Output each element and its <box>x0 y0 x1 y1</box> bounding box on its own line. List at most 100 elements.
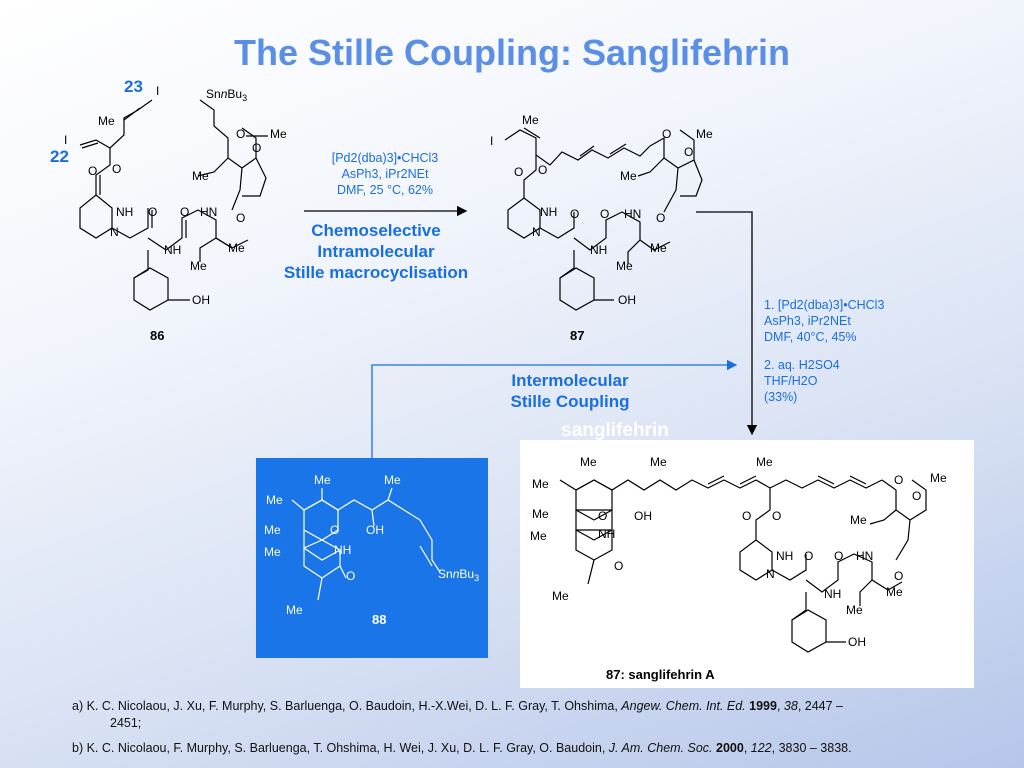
svg-text:O: O <box>514 165 523 179</box>
svg-text:O: O <box>346 569 355 583</box>
sanglifehrin-ghost-label: sanglifehrin <box>561 420 669 441</box>
svg-text:Me: Me <box>756 455 773 469</box>
step1-reagent-3: DMF, 25 °C, 62% <box>336 183 433 197</box>
svg-text:Me: Me <box>616 259 633 273</box>
svg-text:HN: HN <box>200 205 217 219</box>
svg-text:O: O <box>252 141 261 155</box>
step2-line-5: THF/H2O <box>764 374 818 388</box>
svg-text:O: O <box>148 205 157 219</box>
label-23: 23 <box>124 77 143 96</box>
step2-name-line-2: Stille Coupling <box>510 392 630 411</box>
svg-text:Me: Me <box>286 603 303 617</box>
step2-line-6: (33%) <box>764 390 798 404</box>
svg-text:OH: OH <box>366 523 384 537</box>
step2-line-3: DMF, 40°C, 45% <box>764 330 857 344</box>
svg-text:Me: Me <box>620 169 637 183</box>
svg-text:HN: HN <box>624 207 641 221</box>
svg-text:O: O <box>684 145 693 159</box>
svg-text:Me: Me <box>384 473 401 487</box>
svg-text:O: O <box>112 162 121 176</box>
step2-name: Intermolecular Stille Coupling <box>480 370 660 412</box>
svg-text:O: O <box>742 509 751 523</box>
compound-88-structure <box>291 487 441 601</box>
svg-text:OH: OH <box>618 293 636 307</box>
svg-text:Me: Me <box>270 127 287 141</box>
step2-line-2: AsPh3, iPr2NEt <box>764 314 851 328</box>
svg-text:Me: Me <box>522 113 539 127</box>
svg-text:O: O <box>180 205 189 219</box>
svg-text:O: O <box>656 211 665 225</box>
svg-text:Me: Me <box>264 523 281 537</box>
svg-text:O: O <box>662 127 671 141</box>
atom-I-86a: I <box>156 84 159 98</box>
step2-name-line-1: Intermolecular <box>511 371 629 390</box>
svg-text:Me: Me <box>650 241 667 255</box>
svg-text:O: O <box>894 473 903 487</box>
step2-conditions: 1. [Pd2(dba)3]•CHCl3 AsPh3, iPr2NEt DMF,… <box>764 297 964 405</box>
label-22: 22 <box>50 147 69 166</box>
svg-text:O: O <box>834 549 843 563</box>
compound-88-panel <box>256 458 488 658</box>
svg-text:Me: Me <box>228 241 245 255</box>
svg-text:SnnBu3: SnnBu3 <box>206 87 247 103</box>
svg-text:NH: NH <box>164 243 181 257</box>
svg-text:NH: NH <box>116 205 133 219</box>
compound-86-structure <box>79 99 268 311</box>
svg-text:O: O <box>772 509 781 523</box>
svg-text:O: O <box>236 127 245 141</box>
svg-text:SnnBu3: SnnBu3 <box>438 567 479 583</box>
svg-text:N: N <box>766 567 775 581</box>
svg-text:Me: Me <box>552 589 569 603</box>
svg-text:I: I <box>490 134 493 148</box>
label-87: 87 <box>570 328 585 343</box>
svg-text:Me: Me <box>98 114 115 128</box>
label-87-sanglifehrin-a: 87: sanglifehrin A <box>606 667 715 682</box>
svg-text:OH: OH <box>192 293 210 307</box>
svg-text:Me: Me <box>846 603 863 617</box>
step2-line-1: 1. [Pd2(dba)3]•CHCl3 <box>764 298 885 312</box>
step1-reagent-2: AsPh3, iPr2NEt <box>341 167 429 181</box>
svg-text:Me: Me <box>850 513 867 527</box>
svg-text:N: N <box>110 225 119 239</box>
reference-a: a) K. C. Nicolaou, J. Xu, F. Murphy, S. … <box>72 699 844 730</box>
svg-text:Me: Me <box>530 529 547 543</box>
svg-text:O: O <box>236 211 245 225</box>
svg-text:OH: OH <box>848 635 866 649</box>
svg-text:NH: NH <box>776 549 793 563</box>
svg-text:Me: Me <box>532 477 549 491</box>
svg-text:O: O <box>912 489 921 503</box>
svg-text:O: O <box>330 523 339 537</box>
svg-text:Me: Me <box>264 545 281 559</box>
svg-text:Me: Me <box>314 473 331 487</box>
step2-line-4: 2. aq. H2SO4 <box>764 358 840 372</box>
svg-text:NH: NH <box>590 243 607 257</box>
step1-reagent-1: [Pd2(dba)3]•CHCl3 <box>331 151 439 165</box>
atom-I-86b: I <box>64 133 67 147</box>
label-86: 86 <box>150 328 165 343</box>
label-88: 88 <box>372 612 387 627</box>
step1-name: Chemoselective Intramolecular Stille mac… <box>240 220 512 283</box>
svg-text:O: O <box>570 207 579 221</box>
svg-text:HN: HN <box>856 549 873 563</box>
svg-text:OH: OH <box>634 509 652 523</box>
svg-text:Me: Me <box>192 169 209 183</box>
reaction-arrow-2 <box>696 211 758 436</box>
svg-text:NH: NH <box>540 205 557 219</box>
svg-text:O: O <box>538 163 547 177</box>
svg-text:Me: Me <box>580 455 597 469</box>
intermolecular-arrow <box>371 359 738 458</box>
svg-text:O: O <box>614 559 623 573</box>
step1-conditions: [Pd2(dba)3]•CHCl3 AsPh3, iPr2NEt DMF, 25… <box>310 150 460 198</box>
step1-name-line-3: Stille macrocyclisation <box>283 263 469 282</box>
compound-87-structure <box>504 127 703 311</box>
svg-text:O: O <box>88 164 97 178</box>
svg-text:Me: Me <box>190 259 207 273</box>
svg-text:NH: NH <box>598 527 615 541</box>
slide-title: The Stille Coupling: Sanglifehrin <box>234 32 790 73</box>
sanglifehrin-a-structure <box>559 475 927 653</box>
svg-text:Me: Me <box>886 585 903 599</box>
svg-text:O: O <box>804 549 813 563</box>
svg-text:Me: Me <box>650 455 667 469</box>
step1-name-line-2: Intramolecular <box>317 242 435 261</box>
